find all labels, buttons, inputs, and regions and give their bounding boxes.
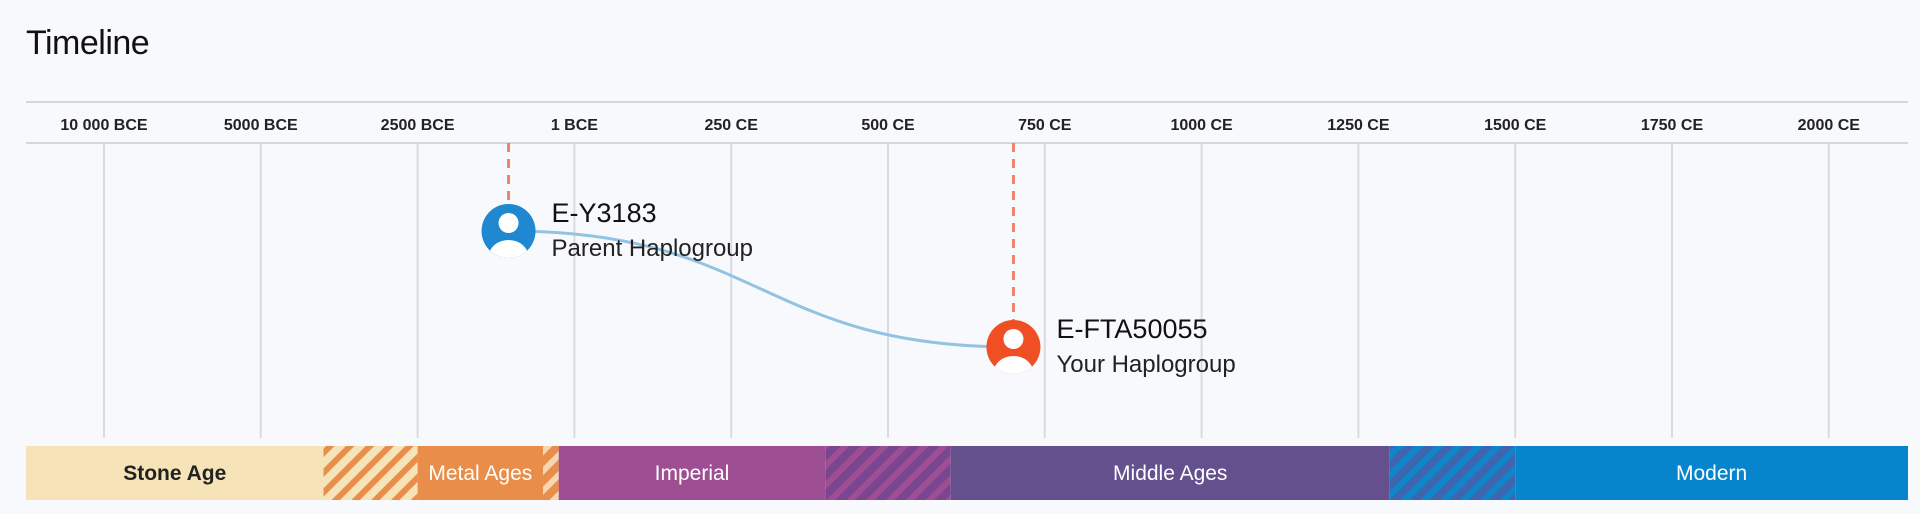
era-segment — [1515, 446, 1908, 500]
node-label: Your Haplogroup — [1056, 351, 1235, 378]
era-label: Middle Ages — [1113, 462, 1227, 485]
tick-label: 1000 CE — [1170, 117, 1233, 134]
tick-label: 500 CE — [861, 117, 915, 134]
era-segment — [950, 446, 1390, 500]
tick-label: 1500 CE — [1484, 117, 1547, 134]
node-name: E-FTA50055 — [1056, 314, 1207, 344]
tick-label: 1 BCE — [551, 117, 598, 134]
tick-label: 250 CE — [705, 117, 759, 134]
timeline-axis: 10 000 BCE 5000 BCE 2500 BCE 1 BCE 250 CE 500… — [26, 101, 1908, 438]
connector-layer — [507, 143, 1015, 349]
era-label: Imperial — [655, 462, 730, 485]
person-icon — [488, 213, 529, 258]
era-segment — [825, 446, 951, 500]
page-title: Timeline — [26, 24, 150, 62]
era-label: Modern — [1676, 462, 1747, 485]
era-segment — [26, 446, 324, 500]
tick-label: 2500 BCE — [381, 117, 455, 134]
node-label: Parent Haplogroup — [552, 235, 753, 262]
person-icon — [993, 329, 1034, 374]
era-segment — [417, 446, 544, 500]
era-label: Metal Ages — [428, 462, 532, 485]
node-name: E-Y3183 — [552, 198, 657, 228]
connector-curve — [508, 229, 1014, 349]
era-segment — [1389, 446, 1516, 500]
tick-label: 5000 BCE — [224, 117, 298, 134]
era-label: Stone Age — [123, 462, 226, 485]
tick-label: 2000 CE — [1798, 117, 1861, 134]
era-bar: Stone Age Metal Ages Imperial Middle Ages Mo… — [26, 446, 1908, 500]
era-segment — [543, 446, 559, 500]
era-segment — [323, 446, 418, 500]
era-segment — [558, 446, 826, 500]
tick-label: 10 000 BCE — [60, 117, 147, 134]
tick-label: 1250 CE — [1327, 117, 1390, 134]
tick-label: 750 CE — [1018, 117, 1072, 134]
tick-label: 1750 CE — [1641, 117, 1704, 134]
